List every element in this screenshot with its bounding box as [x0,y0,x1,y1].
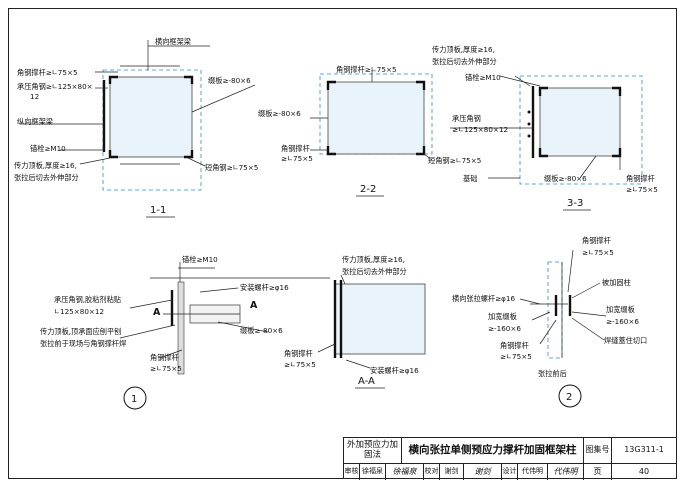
label-batten: 缀板≥-80×6 [258,109,301,118]
label-angle-strut-b2: ≥∟75×5 [281,154,313,163]
label-angle-strut: 角钢撑杆 [626,174,655,183]
view-a-a: 传力顶板,厚度≥16, 张拉后切去外伸部分 角钢撑杆 ≥∟75×5 安装螺杆≥φ… [284,255,426,389]
label-batten: 缀板≥-80×6 [208,76,251,85]
detail-number-circle [123,386,147,410]
label-anchor: 锚栓≥M10 [30,144,66,153]
designer-signature: 代伟明 [548,464,584,480]
label-angle-strut-top: 角钢撑杆 [582,236,611,245]
reviewer-name: 徐福泉 [360,464,386,480]
label-anchor: 锚栓≥M10 [182,255,218,264]
view-title-1-1: 1-1 [150,205,166,216]
label-top-plate-2: 张拉前于现场与角钢撑杆焊 [40,339,126,348]
review-label: 审核 [344,464,360,480]
title-block: 外加预应力加固法 横向张拉单侧预应力撑杆加固框架柱 图集号 13G311-1 审… [343,437,677,480]
detail-number: 2 [566,392,572,403]
label-reinforced-column: 被加固柱 [602,278,631,287]
label-top-plate: 传力顶板,顶承面应刨平刨 [40,327,121,336]
label-pressure-angle-2: 12 [30,92,39,101]
label-tension-bolt: 横向张拉螺杆≥φ16 [452,294,515,303]
drawing-frame [8,8,677,479]
atlas-label: 图集号 [584,438,612,464]
angle-bl [108,150,118,159]
view-title-3-3: 3-3 [567,198,583,209]
label-top-plate: 传力顶板,厚度≥16, [342,255,405,264]
design-label: 设计 [502,464,518,480]
column-section [327,81,425,155]
label-weld: 焊缝蓋住切口 [604,336,647,345]
column-edge [547,261,563,359]
label-pressure-angle: 承压角钢 [452,114,481,123]
label-angle-strut: 角钢撑杆 [284,349,313,358]
label-angle-strut-bottom-2: ≥∟75×5 [500,352,532,361]
page-label: 页 [584,464,612,480]
detail-number: 1 [131,394,137,405]
label-install-bolt: 安装螺杆≥φ16 [240,283,289,292]
view-title-a-a: A-A [358,376,375,387]
checker-name: 谢剑 [440,464,464,480]
label-top-plate-2: 张拉后切去外伸部分 [14,173,79,182]
label-wide-batten-right: 加宽缀板 [606,305,635,314]
category-cell: 外加预应力加固法 [344,438,402,464]
section-mark-a-right: A [250,300,258,311]
label-short-angle: 短角钢≥∟75×5 [205,163,258,172]
label-install-bolt: 安装螺杆≥φ16 [370,366,419,375]
label-pressure-angle-2: ≥∟125×80×12 [452,125,508,134]
label-angle-strut-bottom: 角钢撑杆 [500,341,529,350]
label-top-plate: 传力顶板,厚度≥16, [14,161,77,170]
angle-tl [108,75,118,84]
label-pressure-angle-2: ∟125×80×12 [54,307,104,316]
label-pressure-angle: 承压角钢≥∟125×80× [17,82,93,91]
designer-name: 代伟明 [518,464,548,480]
label-top-plate-2: 张拉后切去外伸部分 [342,267,407,276]
label-top-plate: 传力顶板,厚度≥16, [432,45,495,54]
detail-1: 锚栓≥M10 安装螺杆≥φ16 承压角钢,胶粘剂粘贴 ∟125×80×12 传力… [40,255,330,410]
column-section [334,283,426,355]
label-pressure-angle: 承压角钢,胶粘剂粘贴 [54,295,121,304]
label-longitudinal-beam: 纵向框架梁 [17,117,53,126]
label-angle-strut-top-2: ≥∟75×5 [582,248,614,257]
reviewer-signature: 徐福泉 [386,464,424,480]
check-label: 校对 [424,464,440,480]
view-1-1: 横向框架梁 角钢撑杆≥∟75×5 承压角钢≥∟125×80× 12 纵向框架梁 … [14,37,258,218]
label-anchor: 锚栓≥M10 [465,73,501,82]
label-wide-batten-left: 加宽缀板 [488,312,517,321]
view-2-2: 角钢撑杆≥∟75×5 缀板≥-80×6 角钢撑杆 ≥∟75×5 短角钢≥∟75×… [258,65,481,197]
foundation-outline [519,75,643,185]
drawing-title: 横向张拉单侧预应力撑杆加固框架柱 [402,438,584,464]
label-angle-strut-2: ≥∟75×5 [284,360,316,369]
label-angle-strut: 角钢撑杆 [150,353,179,362]
detail-caption: 张拉前后 [538,369,567,378]
label-angle-strut-2: ≥∟75×5 [150,364,182,373]
column-section [539,87,621,157]
label-wide-batten-right-2: ≥-160×6 [606,317,639,326]
angle-tr [184,75,194,84]
label-angle-strut-2: ≥∟75×5 [626,185,658,194]
detail-number-circle [558,384,582,408]
label-transverse-beam: 横向框架梁 [155,37,191,46]
view-3-3: 传力顶板,厚度≥16, 张拉后切去外伸部分 锚栓≥M10 承压角钢 ≥∟125×… [432,45,658,211]
label-foundation: 基础 [463,174,477,183]
column-section [109,76,193,158]
label-angle-strut-b: 角钢撑杆 [281,144,310,153]
detail-2: 角钢撑杆 ≥∟75×5 被加固柱 横向张拉螺杆≥φ16 加宽缀板 ≥-160×6… [452,236,647,408]
label-top-plate-2: 张拉后切去外伸部分 [432,57,497,66]
atlas-number: 13G311-1 [612,438,676,464]
label-short-angle: 短角钢≥∟75×5 [428,156,481,165]
label-batten: 缀板≥-80×6 [240,326,283,335]
page-number: 40 [638,466,650,476]
section-mark-a-left: A [153,307,161,318]
label-angle-strut: 角钢撑杆≥∟75×5 [17,68,78,77]
view-title-2-2: 2-2 [360,184,376,195]
label-wide-batten-left-2: ≥-160×6 [488,324,521,333]
beam-outline [102,69,202,191]
label-angle-strut: 角钢撑杆≥∟75×5 [336,65,397,74]
label-batten: 缀板≥-80×6 [544,174,587,183]
checker-signature: 谢剑 [464,464,502,480]
